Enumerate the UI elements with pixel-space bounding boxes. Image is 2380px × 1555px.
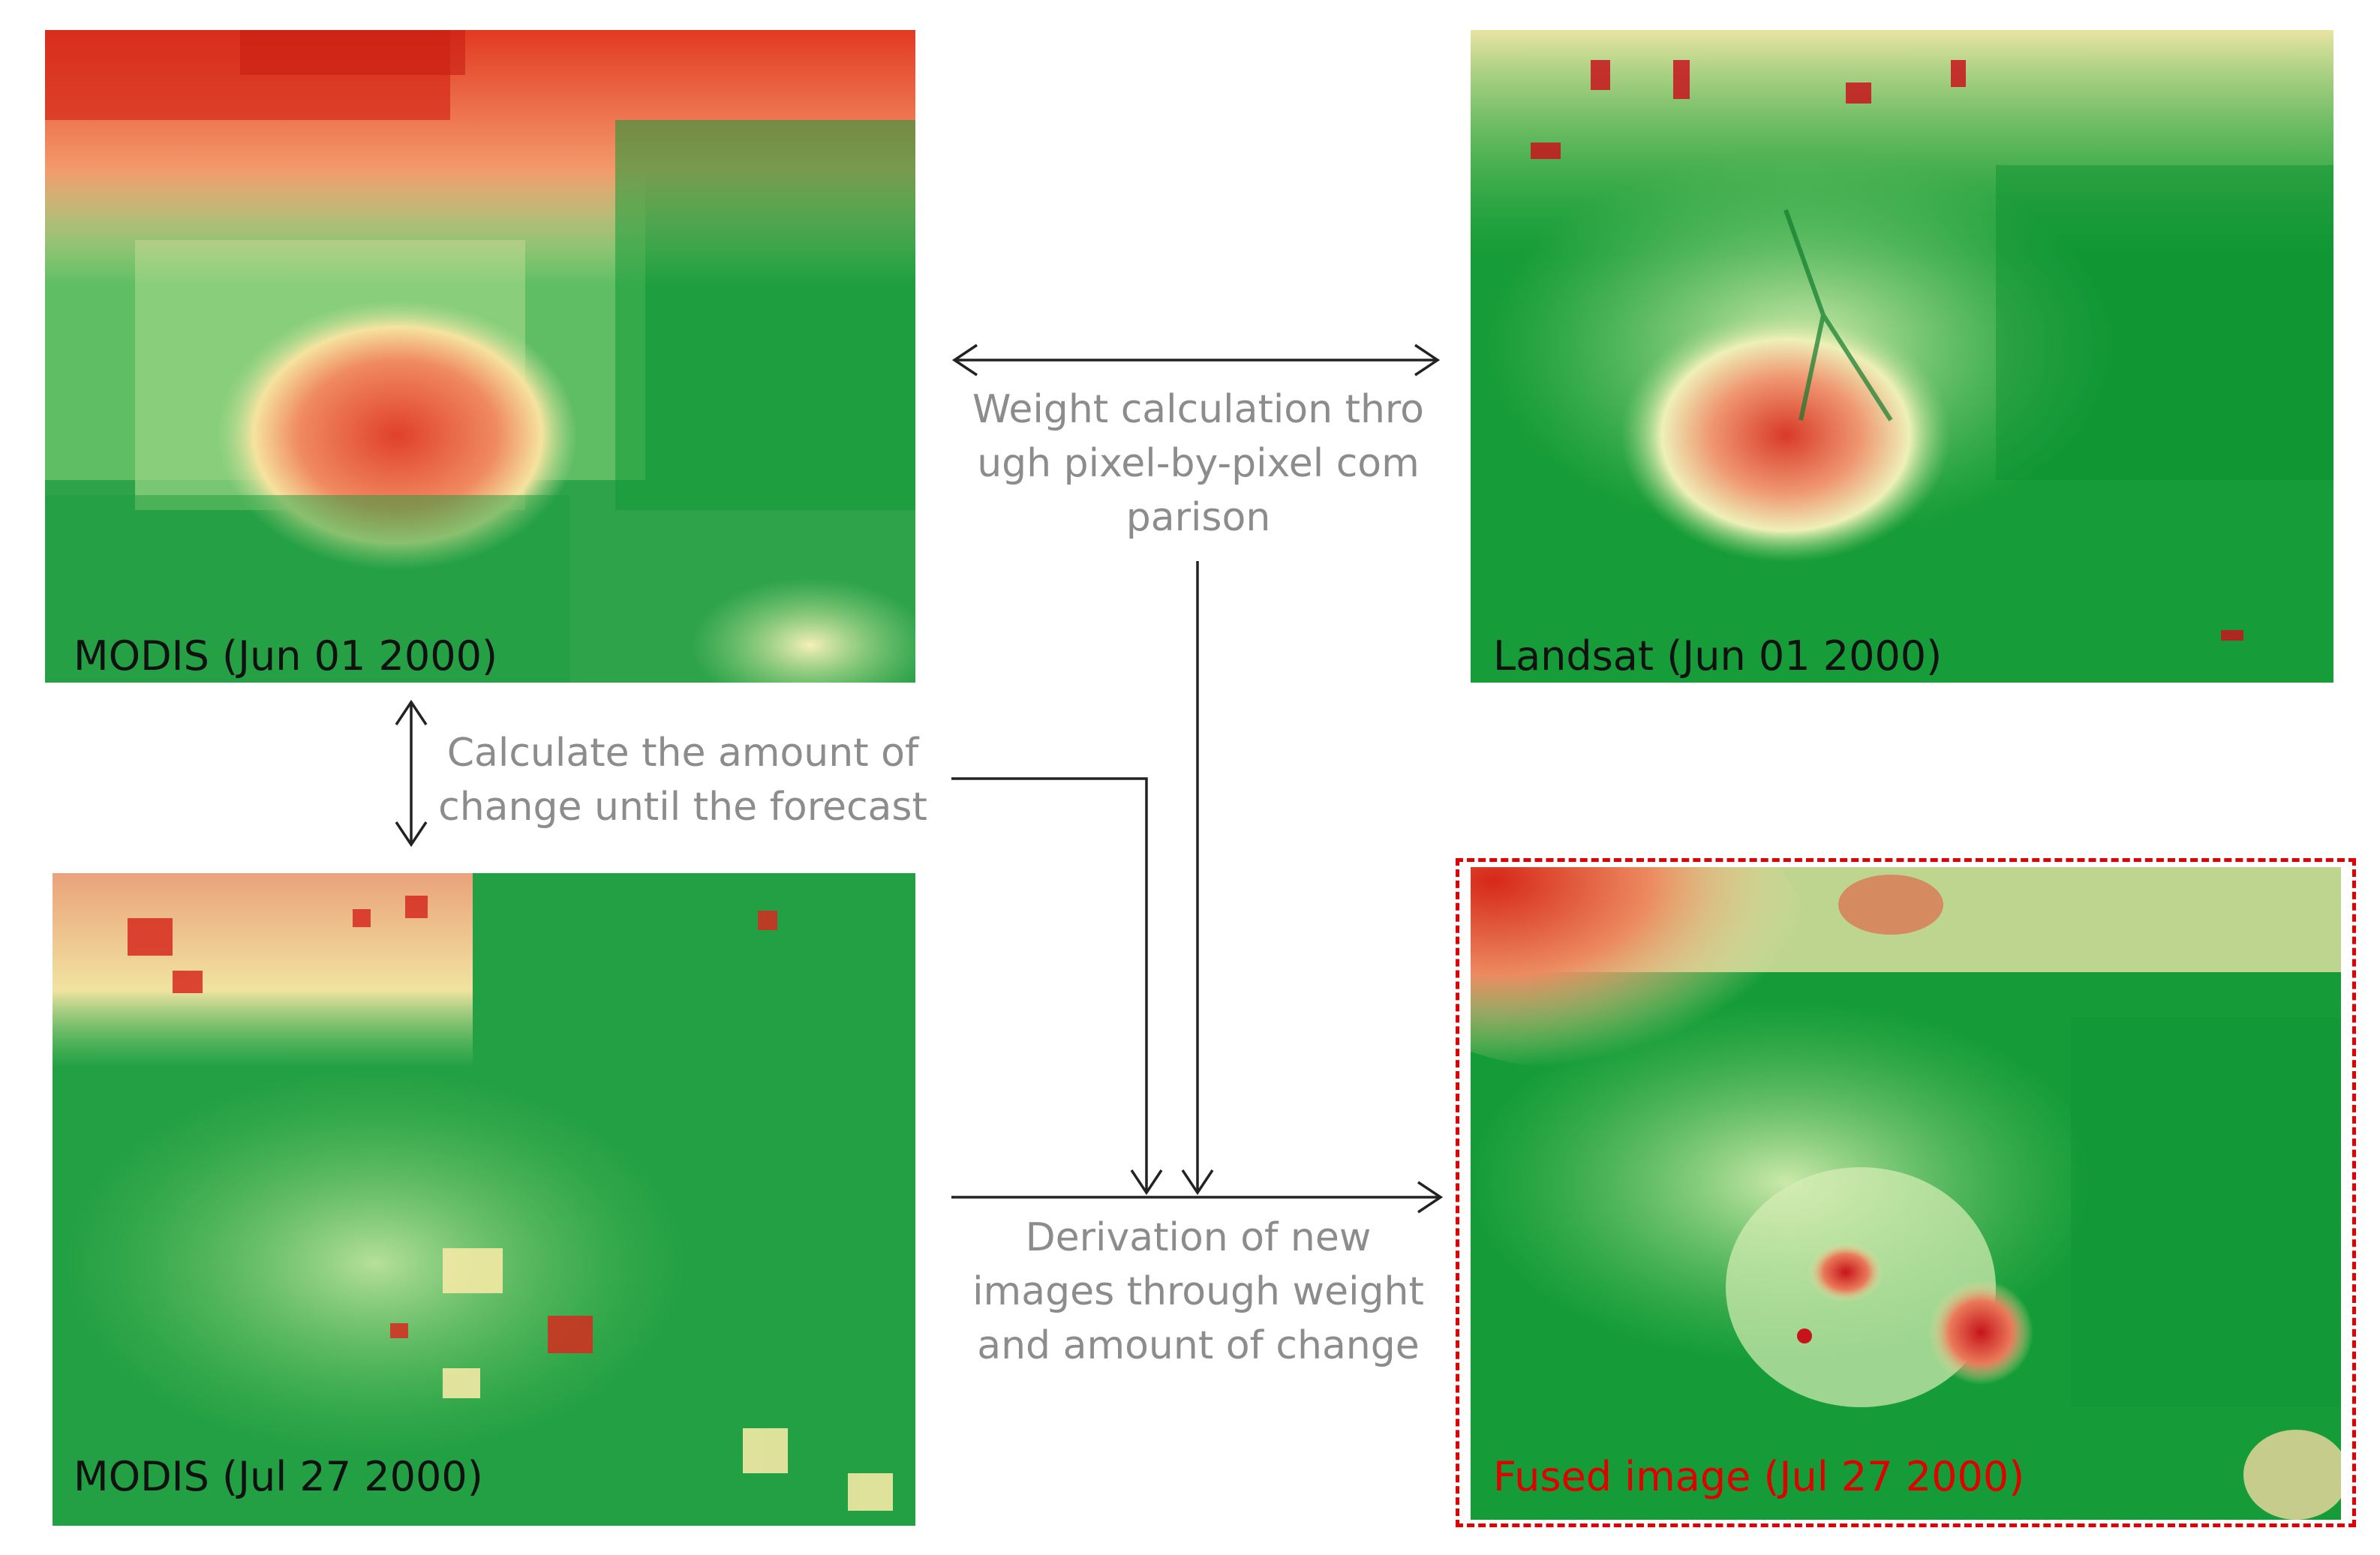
- change-line-1: Calculate the amount of: [446, 731, 919, 776]
- weight-line-1: Weight calculation thro: [972, 387, 1424, 432]
- landsat-jun-panel: Landsat (Jun 01 2000): [1471, 30, 2333, 683]
- weight-line-2: ugh pixel-by-pixel com: [977, 441, 1420, 486]
- change-calculation-text: Calculate the amount of change until the…: [420, 726, 945, 834]
- fused-jul-label: Fused image (Jul 27 2000): [1493, 1453, 2025, 1500]
- change-line-2: change until the forecast: [438, 785, 927, 830]
- modis-jul-panel: MODIS (Jul 27 2000): [53, 873, 915, 1526]
- fused-jul-image: [1471, 867, 2341, 1520]
- derive-line-2: images through weight: [972, 1269, 1424, 1314]
- fused-jul-panel: Fused image (Jul 27 2000): [1471, 867, 2341, 1520]
- modis-jul-label: MODIS (Jul 27 2000): [74, 1453, 483, 1500]
- weight-line-3: parison: [1125, 495, 1271, 540]
- derive-line-1: Derivation of new: [1025, 1215, 1372, 1260]
- modis-jul-image: [53, 873, 915, 1526]
- fused-highlight-frame: [1456, 858, 2356, 1527]
- modis-jun-panel: MODIS (Jun 01 2000): [45, 30, 915, 683]
- modis-jun-image: [45, 30, 915, 683]
- weight-calculation-text: Weight calculation thro ugh pixel-by-pix…: [954, 383, 1442, 545]
- derive-line-3: and amount of change: [977, 1323, 1420, 1368]
- landsat-jun-label: Landsat (Jun 01 2000): [1493, 632, 1943, 680]
- modis-jun-label: MODIS (Jun 01 2000): [74, 632, 498, 680]
- derivation-text: Derivation of new images through weight …: [954, 1211, 1442, 1373]
- change-to-derive-line: [951, 777, 1148, 1193]
- landsat-jun-image: [1471, 30, 2333, 683]
